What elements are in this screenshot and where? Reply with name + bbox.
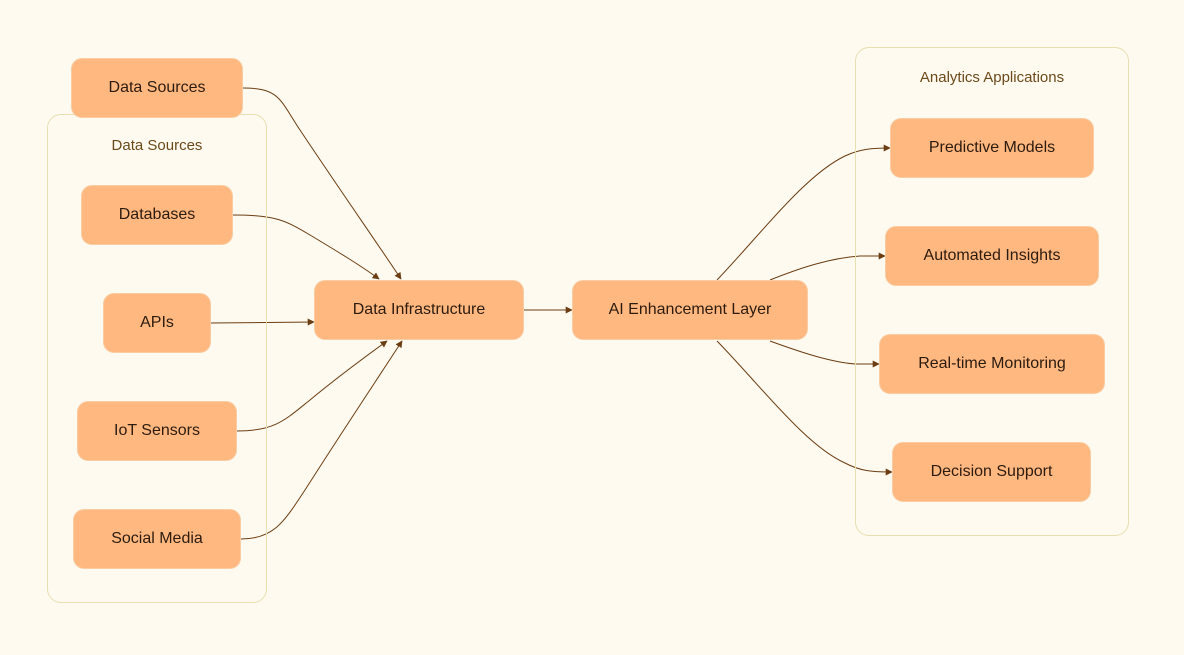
edge-data-sources-top-to-data-infrastructure bbox=[242, 87, 402, 280]
iot-sensors-node[interactable]: IoT Sensors bbox=[77, 401, 237, 461]
edge-ai-layer-to-automated-insights bbox=[769, 252, 886, 281]
data-sources-cluster-title: Data Sources bbox=[111, 137, 203, 154]
data-sources-node[interactable]: Data Sources bbox=[71, 58, 243, 118]
predictive-models-node[interactable]: Predictive Models bbox=[890, 118, 1094, 178]
edge-ai-layer-to-realtime-monitoring bbox=[769, 340, 880, 368]
realtime-monitoring-node[interactable]: Real-time Monitoring bbox=[879, 334, 1105, 394]
edge-databases-to-data-infrastructure bbox=[232, 214, 380, 280]
edge-iot-sensors-to-data-infrastructure bbox=[236, 340, 388, 432]
edge-apis-to-data-infrastructure bbox=[210, 318, 315, 326]
decision-support-node[interactable]: Decision Support bbox=[892, 442, 1091, 502]
analytics-cluster: Analytics Applications bbox=[855, 47, 1129, 536]
edge-ai-layer-to-decision-support bbox=[716, 340, 893, 476]
edge-ai-layer-to-predictive-models bbox=[716, 144, 891, 281]
apis-node[interactable]: APIs bbox=[103, 293, 211, 353]
analytics-cluster-title: Analytics Applications bbox=[919, 69, 1065, 86]
automated-insights-node[interactable]: Automated Insights bbox=[885, 226, 1099, 286]
social-media-node[interactable]: Social Media bbox=[73, 509, 241, 569]
ai-enhancement-layer-node[interactable]: AI Enhancement Layer bbox=[572, 280, 808, 340]
databases-node[interactable]: Databases bbox=[81, 185, 233, 245]
edge-social-media-to-data-infrastructure bbox=[240, 340, 403, 540]
data-infrastructure-node[interactable]: Data Infrastructure bbox=[314, 280, 524, 340]
